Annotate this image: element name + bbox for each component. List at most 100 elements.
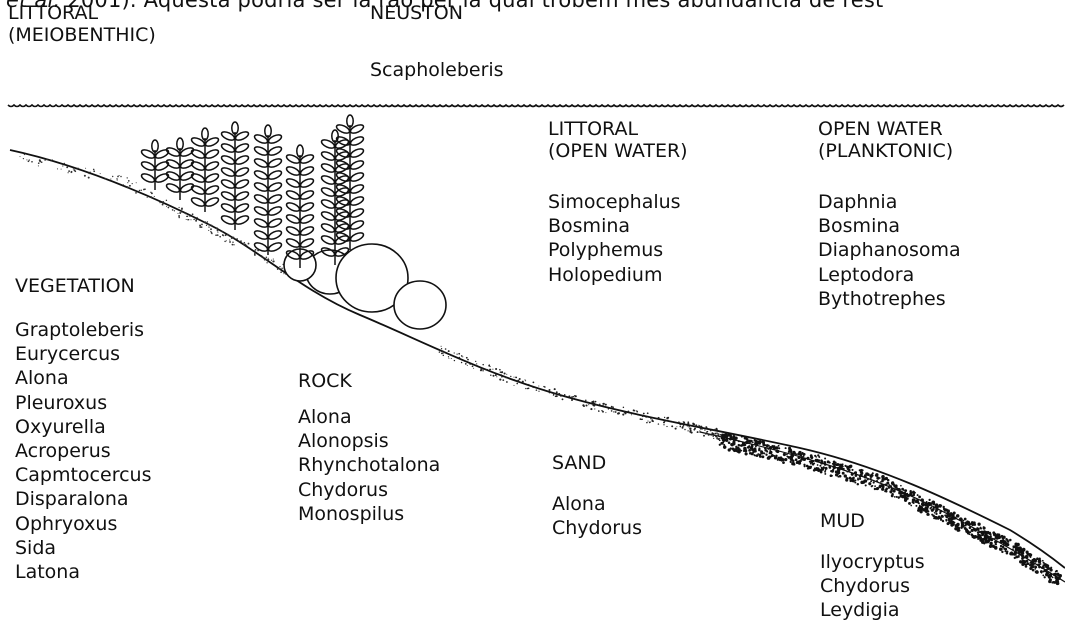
sediment-dot — [990, 535, 992, 537]
sediment-dot — [812, 460, 814, 462]
sediment-dot — [959, 517, 963, 521]
sediment-dot — [216, 227, 218, 229]
sediment-dot — [1046, 572, 1049, 575]
sediment-dot — [140, 190, 142, 192]
plant-leaf — [234, 154, 249, 166]
sediment-dot — [758, 449, 761, 452]
sediment-dot — [1044, 576, 1046, 578]
plant-leaf — [267, 145, 282, 157]
sediment-dot — [484, 368, 485, 369]
plant-leaf — [234, 190, 249, 202]
sediment-dot — [694, 428, 696, 430]
sediment-dot — [462, 356, 463, 357]
sediment-dot — [751, 444, 753, 446]
sediment-dot — [1001, 551, 1003, 553]
sediment-dot — [828, 466, 830, 468]
sediment-dot — [803, 459, 805, 461]
sediment-dot — [224, 241, 226, 243]
sediment-dot — [571, 399, 573, 401]
sediment-dot — [855, 480, 857, 482]
sediment-dot — [611, 406, 613, 408]
sediment-dot — [912, 491, 915, 494]
plant-leaf — [299, 201, 314, 213]
sediment-dot — [532, 387, 534, 389]
sediment-dot — [766, 451, 768, 453]
sediment-dot — [797, 456, 800, 459]
plant-leaf — [349, 135, 364, 147]
plant-leaf — [190, 172, 205, 184]
sediment-dot — [744, 449, 747, 452]
sediment-dot — [458, 353, 460, 355]
sediment-dot — [23, 158, 24, 159]
littoral-open-water-line1: LITTORAL — [548, 118, 688, 140]
sediment-dot — [823, 466, 825, 468]
sediment-dot — [441, 353, 443, 355]
sediment-dot — [116, 178, 117, 179]
littoral-open-water-label: LITTORAL (OPEN WATER) — [548, 118, 688, 162]
sediment-dot — [764, 447, 767, 450]
sediment-dot — [454, 360, 455, 361]
sediment-dot — [767, 447, 769, 449]
sediment-dot — [513, 385, 514, 386]
sediment-dot — [839, 468, 841, 470]
sediment-dot — [964, 518, 967, 521]
sediment-dot — [441, 348, 442, 349]
plant-leaf — [220, 142, 235, 154]
littoral-meiobenthic-line2: (MEIOBENTHIC) — [8, 24, 156, 46]
sediment-dot — [901, 488, 904, 491]
sediment-dot — [873, 481, 875, 483]
sediment-dot — [699, 425, 701, 427]
sediment-dot — [778, 445, 780, 447]
sediment-dot — [751, 440, 753, 442]
sediment-dot — [119, 175, 120, 176]
sediment-dot — [775, 455, 778, 458]
sediment-dot — [1030, 553, 1033, 556]
plant-leaf — [267, 169, 282, 181]
sediment-dot — [162, 204, 164, 206]
sediment-dot — [495, 374, 497, 376]
sediment-dot — [1049, 568, 1051, 570]
sediment-dot — [723, 445, 726, 448]
sediment-dot — [617, 413, 619, 415]
sediment-dot — [755, 446, 757, 448]
sediment-dot — [193, 219, 195, 221]
sediment-dot — [528, 387, 530, 389]
sediment-dot — [762, 440, 765, 443]
sediment-dot — [760, 450, 763, 453]
sediment-dot — [211, 233, 212, 234]
sediment-dot — [842, 472, 845, 475]
sediment-dot — [911, 495, 913, 497]
plant-leaf — [140, 160, 155, 172]
sediment-dot — [700, 426, 702, 428]
sediment-dot — [558, 393, 560, 395]
sediment-dot — [486, 369, 488, 371]
sediment-dot — [675, 428, 677, 430]
sediment-dot — [39, 159, 41, 161]
plant-leaf — [220, 166, 235, 178]
sediment-dot — [857, 483, 859, 485]
sediment-dot — [467, 359, 469, 361]
plant-leaf — [165, 158, 180, 170]
sediment-dot — [1017, 550, 1019, 552]
sediment-dot — [573, 396, 574, 397]
sediment-dot — [522, 381, 524, 383]
sediment-dot — [221, 230, 222, 231]
plant-leaf — [190, 148, 205, 160]
sediment-dot — [910, 493, 912, 495]
sediment-dot — [201, 224, 203, 226]
sediment-dot — [500, 374, 502, 376]
sediment-dot — [1022, 548, 1026, 552]
sediment-dot — [844, 474, 847, 477]
sediment-dot — [721, 437, 723, 439]
sediment-dot — [1004, 550, 1006, 552]
plant-leaf — [320, 174, 335, 186]
sediment-dot — [451, 355, 452, 356]
sediment-dot — [664, 417, 665, 418]
sediment-dot — [217, 234, 219, 236]
sediment-dot — [687, 425, 689, 427]
sediment-dot — [1023, 557, 1025, 559]
sediment-dot — [217, 230, 219, 232]
species-name: Ilyocryptus — [820, 550, 925, 574]
sediment-dot — [1043, 571, 1045, 573]
sediment-dot — [781, 460, 783, 462]
